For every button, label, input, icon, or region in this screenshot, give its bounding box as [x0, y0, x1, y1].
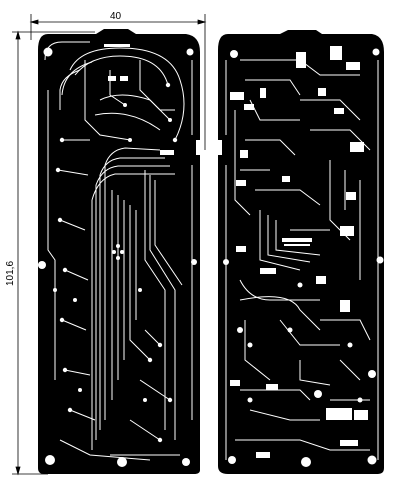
mounting-hole	[38, 261, 46, 269]
mounting-hole	[372, 48, 380, 56]
width-dimension	[29, 14, 207, 150]
mounting-hole	[223, 259, 229, 265]
mounting-hole	[117, 457, 127, 467]
pcb-board-right	[218, 30, 384, 474]
traces-right	[225, 59, 379, 460]
mounting-hole	[314, 390, 322, 398]
mounting-hole	[182, 458, 190, 466]
mounting-hole	[191, 259, 197, 265]
pads-right	[223, 46, 384, 467]
mounting-hole	[230, 50, 238, 58]
height-dimension-label: 101,6	[5, 261, 16, 286]
width-dimension-label: 40	[110, 11, 122, 22]
arrow-left-icon	[29, 19, 39, 25]
pcb-board-left	[38, 29, 200, 474]
mounting-hole	[186, 48, 194, 56]
traces-left	[44, 41, 193, 461]
height-dimension	[12, 30, 95, 476]
board-outline-left	[38, 29, 200, 474]
mounting-hole	[45, 455, 55, 465]
mounting-hole	[368, 370, 376, 378]
mounting-hole	[43, 47, 53, 57]
arrow-right-icon	[197, 19, 207, 25]
mounting-hole	[301, 457, 311, 467]
mounting-hole	[367, 455, 377, 465]
arrow-up-icon	[15, 30, 21, 40]
mounting-hole	[376, 256, 384, 264]
mounting-hole	[228, 456, 236, 464]
arrow-down-icon	[15, 466, 21, 476]
pads-left	[38, 44, 197, 467]
